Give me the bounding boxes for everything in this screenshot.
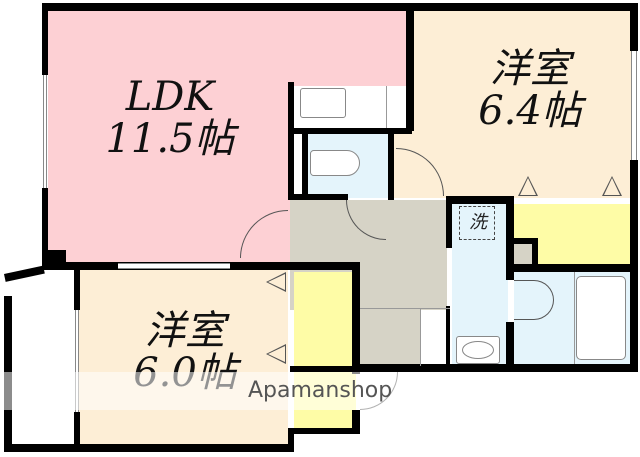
wall: [446, 196, 452, 248]
wall: [630, 3, 638, 51]
bathtub: [576, 276, 626, 360]
pipe-space: [514, 240, 532, 264]
wall: [506, 322, 514, 370]
wall: [446, 196, 514, 204]
western-room-1-label: 洋室 6.4帖: [460, 48, 600, 132]
washer-space: [459, 206, 495, 240]
wall: [294, 194, 348, 200]
wall: [356, 364, 638, 372]
counter-divider: [386, 86, 387, 128]
wall: [42, 3, 48, 75]
watermark: Apamanshop: [248, 378, 393, 403]
ldk-name: LDK: [125, 74, 215, 120]
wall: [74, 412, 80, 452]
closet-door-marker: [268, 274, 285, 290]
wall: [290, 366, 360, 372]
wall: [4, 444, 294, 452]
step-line: [420, 308, 421, 366]
wall: [288, 428, 294, 450]
wall: [630, 160, 638, 372]
western-room-1-area: [412, 8, 632, 198]
wall: [406, 3, 414, 131]
wall: [42, 250, 66, 268]
ldk-size: 11.5帖: [105, 116, 235, 162]
wall: [514, 238, 538, 244]
western-room-1-name: 洋室: [490, 46, 570, 92]
entrance-hall-area-2: [360, 310, 420, 366]
wall: [352, 410, 360, 434]
wall: [74, 262, 80, 310]
closet-door-marker: [268, 346, 285, 362]
western-room-2-name: 洋室: [145, 308, 225, 354]
door-bathroom[interactable]: [514, 280, 554, 320]
shoe-area: [420, 310, 447, 366]
bath-divider: [574, 272, 575, 364]
wall: [302, 134, 308, 198]
wall: [288, 82, 294, 200]
wall: [388, 134, 394, 200]
window: [75, 310, 79, 412]
washbasin-bowl: [462, 341, 494, 359]
wall: [532, 238, 538, 268]
wall: [352, 262, 360, 374]
washer-label: 洗: [469, 212, 487, 233]
step-line: [360, 308, 450, 309]
western-room-1-size: 6.4帖: [478, 88, 582, 134]
closet-door-marker: [604, 178, 620, 195]
western-room-2-area: [78, 268, 288, 448]
ldk-label: LDK 11.5帖: [90, 76, 250, 160]
wall: [288, 128, 412, 134]
closet-door-marker: [520, 178, 536, 195]
wall: [42, 3, 638, 11]
wall: [290, 428, 360, 434]
wall: [446, 306, 450, 370]
window: [43, 75, 47, 188]
toilet-bowl: [310, 150, 360, 176]
window: [631, 51, 637, 160]
kitchen-sink: [300, 88, 346, 118]
closet-2-area: [294, 272, 356, 370]
balcony: [8, 270, 78, 446]
window: [118, 263, 230, 269]
watermark-band: [0, 372, 420, 410]
wall: [514, 264, 634, 272]
wall: [42, 188, 48, 268]
wall: [506, 196, 514, 280]
